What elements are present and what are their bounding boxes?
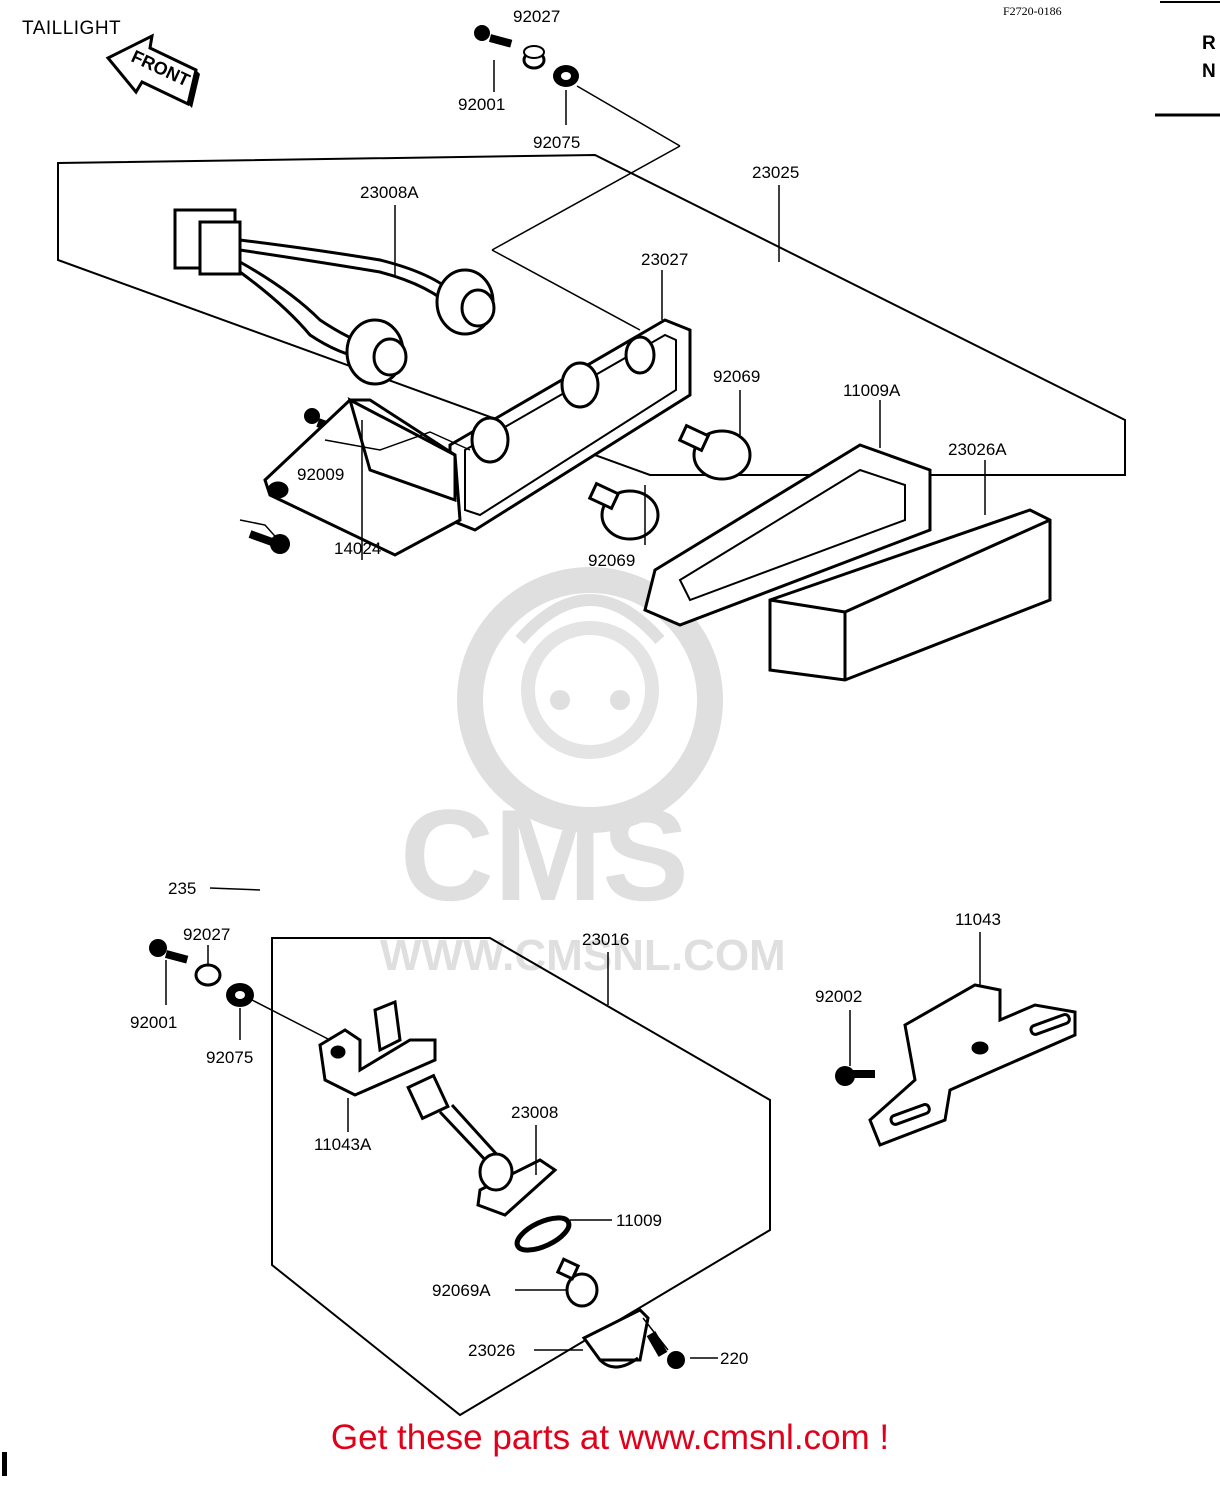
label-92001-top: 92001 xyxy=(458,95,505,114)
label-92001-bottom: 92001 xyxy=(130,1013,177,1032)
bulb-92069-lower xyxy=(587,481,660,541)
cropped-parts-table xyxy=(1155,1,1220,117)
collar-92027-top xyxy=(522,45,546,70)
assembly-outline-23025 xyxy=(57,153,1126,476)
label-92069-lower: 92069 xyxy=(588,551,635,570)
bolt-92001-top xyxy=(474,25,513,48)
label-92002: 92002 xyxy=(815,987,862,1006)
cropped-letter-n: N xyxy=(1202,61,1216,82)
cropped-column-letters: R N xyxy=(1202,30,1220,86)
bolt-92002 xyxy=(835,1066,875,1086)
label-11009: 11009 xyxy=(616,1211,662,1230)
label-23008: 23008 xyxy=(511,1103,558,1122)
label-92009: 92009 xyxy=(297,465,344,484)
label-14024: 14024 xyxy=(334,539,381,558)
bracket-11043A xyxy=(318,999,437,1097)
bolt-92001-bottom xyxy=(149,939,189,964)
bulb-92069-upper xyxy=(677,423,752,481)
footer-cta-link[interactable]: Get these parts at www.cmsnl.com ! xyxy=(330,1418,890,1457)
label-23025: 23025 xyxy=(752,163,799,182)
lens-23026A xyxy=(768,508,1052,682)
bracket-11043 xyxy=(868,983,1077,1147)
label-92027-top: 92027 xyxy=(513,7,560,26)
label-23008A: 23008A xyxy=(360,183,419,202)
lens-23026 xyxy=(581,1308,650,1369)
cropped-letter-r: R xyxy=(1202,33,1216,54)
screw-235 xyxy=(248,530,290,554)
assembly-outline-23016 xyxy=(271,937,771,1417)
lamp-housing-23027 xyxy=(448,318,692,532)
grommet-92075-bottom xyxy=(226,983,254,1007)
label-235: 235 xyxy=(168,879,196,898)
label-92069A: 92069A xyxy=(432,1281,491,1300)
label-92027-bottom: 92027 xyxy=(183,925,230,944)
label-92075-bottom: 92075 xyxy=(206,1048,253,1067)
watermark-logo: CMS xyxy=(400,782,689,928)
watermark-url: WWW.CMSNL.COM xyxy=(380,931,786,980)
gasket-11009 xyxy=(514,1215,572,1253)
wiring-harness-23008A xyxy=(173,208,496,386)
socket-23008 xyxy=(406,1073,558,1217)
label-11043A: 11043A xyxy=(314,1135,372,1154)
label-220: 220 xyxy=(720,1349,748,1368)
screw-220 xyxy=(646,1331,685,1369)
label-92075-top: 92075 xyxy=(533,133,580,152)
label-11043: 11043 xyxy=(955,910,1001,929)
collar-92027-bottom xyxy=(194,963,222,987)
label-23027: 23027 xyxy=(641,250,688,269)
edge-mark xyxy=(2,1452,7,1476)
label-11009A: 11009A xyxy=(843,381,901,400)
bulb-92069A xyxy=(555,1257,599,1308)
label-23016: 23016 xyxy=(582,930,629,949)
gasket-11009A xyxy=(643,443,932,627)
leader-lines xyxy=(165,60,986,1359)
front-arrow-icon: FRONT xyxy=(105,33,200,108)
label-92069-upper: 92069 xyxy=(713,367,760,386)
label-23026: 23026 xyxy=(468,1341,515,1360)
diagram-title: TAILLIGHT xyxy=(22,18,122,39)
grommet-92075-top xyxy=(553,65,579,87)
cms-watermark: CMS WWW.CMSNL.COM xyxy=(380,567,786,980)
label-23026A: 23026A xyxy=(948,440,1007,459)
diagram-reference: F2720-0186 xyxy=(1003,4,1062,18)
